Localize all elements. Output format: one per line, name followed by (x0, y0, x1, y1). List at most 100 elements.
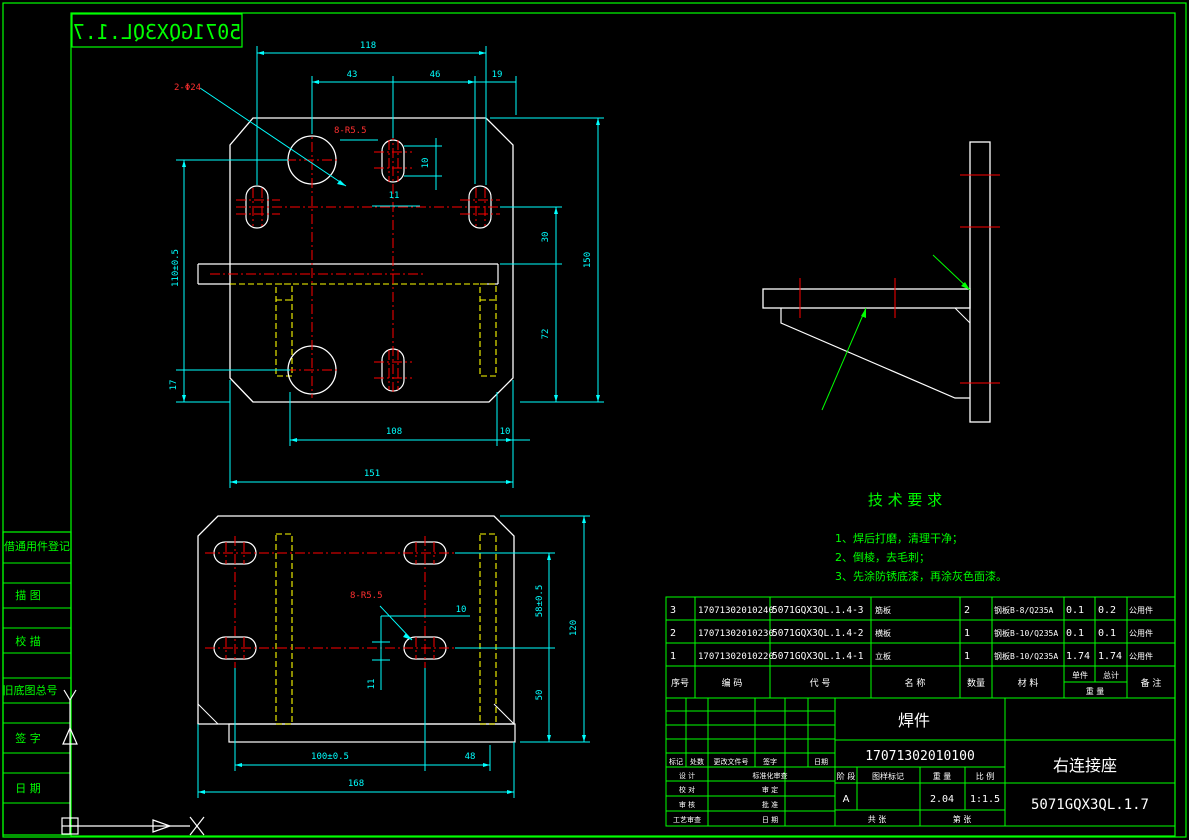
svg-text:17071302010230: 17071302010230 (698, 629, 774, 639)
svg-text:校 对: 校 对 (679, 785, 695, 794)
svg-text:17071302010220: 17071302010220 (698, 652, 774, 662)
svg-text:日 期: 日 期 (762, 816, 778, 824)
svg-text:公用件: 公用件 (1129, 605, 1153, 615)
svg-text:审 核: 审 核 (679, 800, 695, 809)
svg-text:筋板: 筋板 (875, 605, 891, 615)
dim-150: 150 (583, 252, 593, 268)
side-view (762, 141, 1000, 423)
dim-10b: 10 (500, 427, 511, 437)
svg-text:0.1: 0.1 (1098, 628, 1116, 639)
tech-requirements: 技 术 要 求 1、焊后打磨，清理干净； 2、倒棱，去毛刺； 3、先涂防锈底漆，… (835, 491, 1007, 583)
side-label-1: 借通用件登记 (4, 539, 70, 553)
svg-text:公用件: 公用件 (1129, 628, 1153, 638)
note-slots-top: 8-R5.5 (334, 126, 367, 136)
dim-72: 72 (541, 329, 551, 340)
dim-43: 43 (347, 70, 358, 80)
drawing-number: 5071GQX3QL.1.7 (1031, 797, 1149, 813)
weldment-label: 焊件 (898, 711, 930, 730)
dim-118: 118 (360, 41, 376, 51)
side-panel (3, 562, 71, 804)
dim-48: 48 (465, 752, 476, 762)
part-code: 17071302010100 (865, 749, 975, 764)
svg-text:批 准: 批 准 (762, 800, 778, 809)
side-label-2: 描 图 (15, 588, 41, 602)
svg-text:处数: 处数 (690, 757, 704, 766)
svg-text:0.1: 0.1 (1066, 605, 1084, 616)
svg-text:名 称: 名 称 (905, 677, 926, 689)
svg-text:编 码: 编 码 (722, 677, 743, 689)
svg-text:17071302010240: 17071302010240 (698, 606, 774, 616)
note-slots-bottom: 8-R5.5 (350, 591, 383, 601)
bom-row-3: 3 17071302010240 5071GQX3QL.1.4-3 筋板 2 钢… (670, 605, 1153, 616)
svg-text:钢板B-8/Q235A: 钢板B-8/Q235A (994, 605, 1054, 615)
svg-text:总计: 总计 (1103, 670, 1119, 680)
bom-header: 序号 编 码 代 号 名 称 数量 材 料 单件 总计 重 量 备 注 (671, 670, 1161, 696)
svg-text:重 量: 重 量 (1086, 686, 1105, 696)
dim-120: 120 (569, 620, 579, 636)
svg-text:横板: 横板 (875, 628, 891, 638)
svg-text:设 计: 设 计 (679, 771, 695, 780)
svg-text:5071GQX3QL.1.4-3: 5071GQX3QL.1.4-3 (772, 605, 864, 616)
svg-text:代 号: 代 号 (810, 678, 831, 689)
svg-text:公用件: 公用件 (1129, 651, 1153, 661)
side-label-5: 签 字 (15, 731, 41, 745)
mirrored-drawing-number: 5071GQX3QL.1.7 (71, 13, 243, 48)
svg-text:图样标记: 图样标记 (872, 771, 904, 781)
svg-text:签字: 签字 (763, 757, 777, 766)
stage-value: A (843, 794, 850, 805)
dim-11-bottom: 11 (367, 679, 377, 690)
svg-text:5071GQX3QL.1.7: 5071GQX3QL.1.7 (73, 20, 242, 44)
svg-text:数量: 数量 (967, 677, 985, 689)
part-name: 右连接座 (1053, 756, 1117, 775)
svg-text:1.74: 1.74 (1098, 651, 1122, 662)
dim-151: 151 (364, 469, 380, 479)
svg-text:标记: 标记 (669, 757, 683, 766)
bom-row-1: 1 17071302010220 5071GQX3QL.1.4-1 立板 1 钢… (670, 651, 1153, 662)
side-label-6: 日 期 (15, 782, 41, 795)
svg-text:5071GQX3QL.1.4-1: 5071GQX3QL.1.4-1 (772, 651, 864, 662)
dim-10a: 10 (421, 158, 431, 169)
svg-text:1: 1 (964, 628, 970, 639)
svg-text:1: 1 (670, 651, 676, 662)
tech-item-1: 1、焊后打磨，清理干净； (835, 531, 963, 545)
dim-108: 108 (386, 427, 402, 437)
svg-text:共 张: 共 张 (868, 815, 887, 824)
svg-text:备 注: 备 注 (1141, 677, 1162, 689)
svg-text:标准化审查: 标准化审查 (753, 771, 788, 780)
svg-text:钢板B-10/Q235A: 钢板B-10/Q235A (994, 628, 1058, 638)
bom-row-2: 2 17071302010230 5071GQX3QL.1.4-2 横板 1 钢… (670, 628, 1153, 639)
bottom-view: 58±0.5 120 50 10 11 100±0.5 48 168 8-R5.… (197, 515, 590, 798)
svg-text:0.1: 0.1 (1066, 628, 1084, 639)
svg-text:第 张: 第 张 (953, 814, 972, 824)
svg-text:阶 段: 阶 段 (837, 771, 856, 781)
dim-30: 30 (541, 232, 551, 243)
dim-11: 11 (389, 191, 400, 201)
ucs-icon (61, 689, 205, 836)
weight-value: 2.04 (930, 794, 954, 805)
dim-46: 46 (430, 70, 441, 80)
svg-text:2: 2 (964, 605, 970, 616)
dim-58: 58±0.5 (535, 585, 545, 618)
svg-text:1.74: 1.74 (1066, 651, 1090, 662)
svg-text:重 量: 重 量 (933, 771, 952, 781)
dim-19: 19 (492, 70, 503, 80)
svg-text:钢板B-10/Q235A: 钢板B-10/Q235A (994, 651, 1058, 661)
dim-17: 17 (169, 380, 179, 391)
side-label-3: 校 描 (15, 634, 41, 648)
svg-text:0.2: 0.2 (1098, 605, 1116, 616)
svg-text:5071GQX3QL.1.4-2: 5071GQX3QL.1.4-2 (772, 628, 864, 639)
tech-item-2: 2、倒棱，去毛刺； (835, 551, 930, 564)
svg-text:序号: 序号 (671, 677, 689, 689)
svg-text:比 例: 比 例 (976, 771, 995, 781)
dim-110: 110±0.5 (171, 249, 181, 287)
dim-10: 10 (456, 605, 467, 615)
note-holes: 2-Φ24 (174, 83, 201, 93)
svg-text:立板: 立板 (875, 651, 891, 661)
title-block (665, 697, 1176, 827)
dim-100: 100±0.5 (311, 752, 349, 762)
svg-text:审 定: 审 定 (762, 785, 778, 794)
top-view: 118 43 46 19 10 11 30 150 72 110±0.5 17 … (169, 41, 604, 488)
svg-text:日期: 日期 (814, 758, 828, 766)
